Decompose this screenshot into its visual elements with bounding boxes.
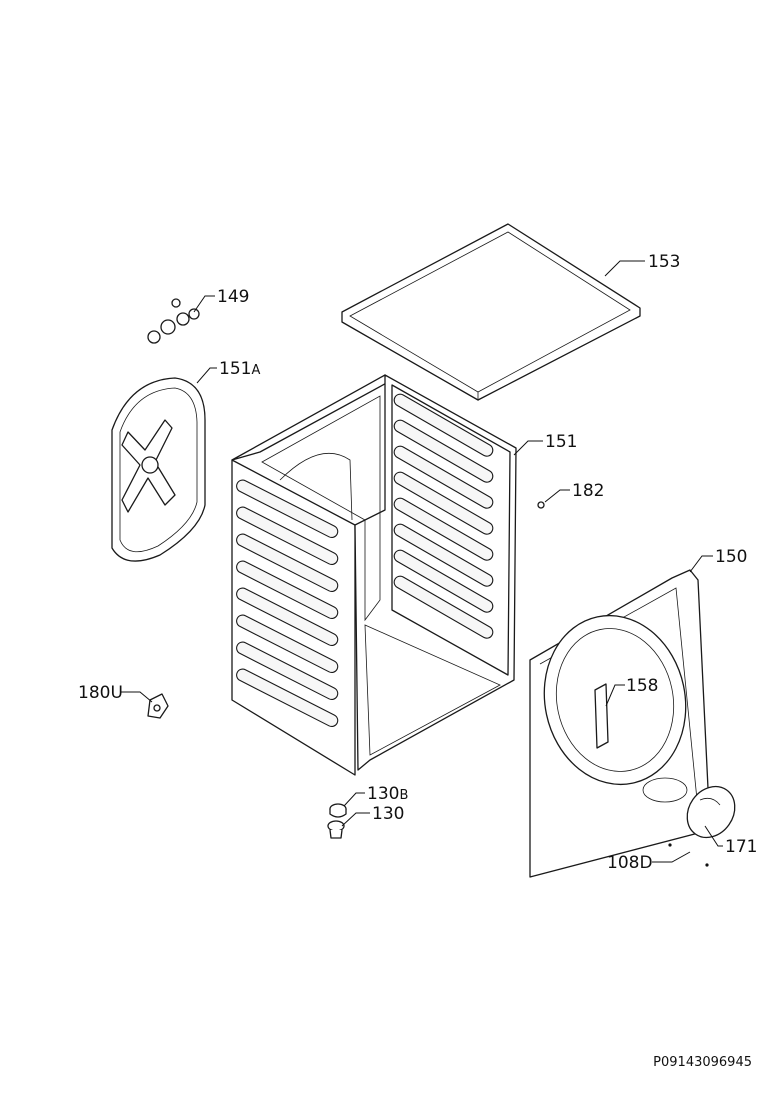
screws-part — [668, 843, 709, 867]
reference-code: P09143096945 — [653, 1055, 752, 1070]
front-panel-part — [529, 569, 711, 878]
label-108d: 108D — [607, 853, 653, 873]
label-180u: 180U — [78, 683, 123, 703]
bracket-part — [147, 693, 169, 719]
part-labels: 153 149 151A 151 182 150 158 180U 130B 1… — [78, 252, 757, 873]
label-153: 153 — [648, 252, 680, 272]
label-130b: 130B — [367, 784, 408, 804]
label-151: 151 — [545, 432, 577, 452]
top-panel-part — [341, 223, 641, 401]
label-151a: 151A — [219, 359, 260, 379]
label-171: 171 — [725, 837, 757, 857]
label-182: 182 — [572, 481, 604, 501]
label-130: 130 — [372, 804, 404, 824]
label-158: 158 — [626, 676, 658, 696]
foot-part-b — [329, 803, 347, 818]
screw-part — [537, 501, 545, 509]
label-150: 150 — [715, 547, 747, 567]
cabinet-part — [231, 374, 517, 776]
fastener-set-part — [147, 298, 200, 344]
hinge-plate-part — [594, 683, 609, 749]
side-cover-part — [111, 377, 206, 562]
foot-part — [327, 820, 345, 839]
leader-lines — [121, 260, 723, 863]
label-149: 149 — [217, 287, 249, 307]
right-panel-ribs — [393, 393, 494, 639]
left-panel-ribs — [236, 479, 339, 728]
filter-cover-part — [686, 785, 736, 839]
